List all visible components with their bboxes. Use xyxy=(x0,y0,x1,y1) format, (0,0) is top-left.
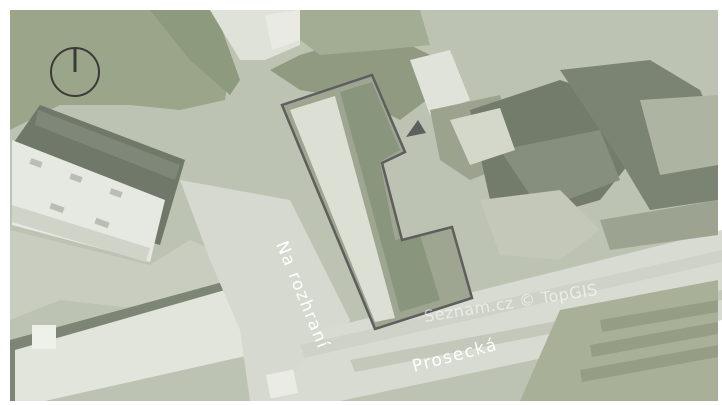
viewpoint-triangle-icon xyxy=(406,120,426,137)
north-arrow-icon xyxy=(50,47,100,97)
parcel-outline[interactable] xyxy=(280,73,474,331)
small-structure xyxy=(32,325,56,349)
aerial-imagery xyxy=(10,10,722,401)
crosswalk xyxy=(265,369,299,399)
